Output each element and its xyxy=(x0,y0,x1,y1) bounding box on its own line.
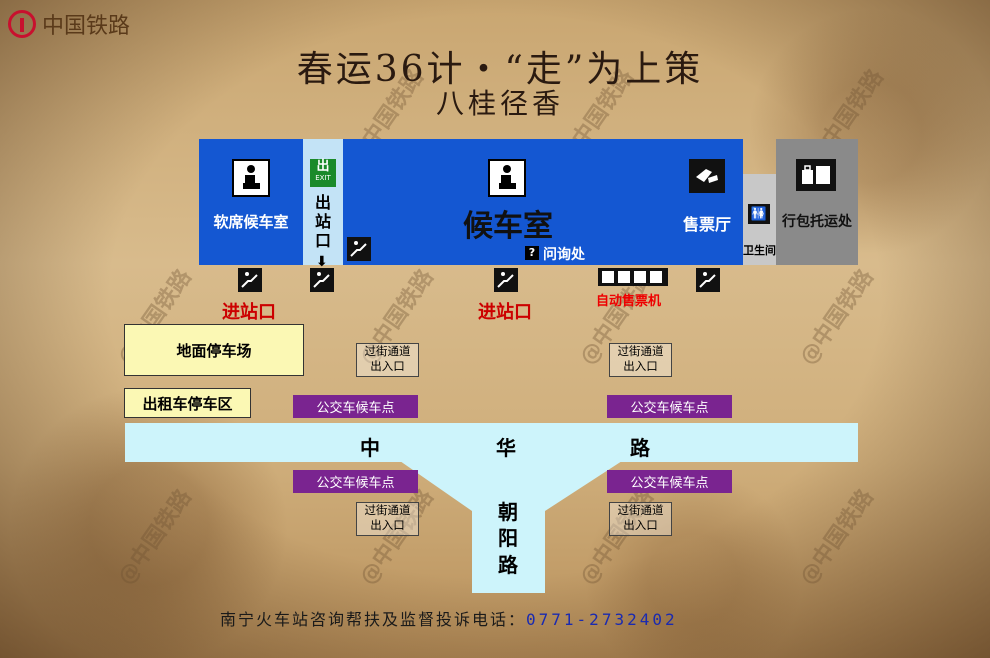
crossing-entrance: 过街通道 出入口 xyxy=(356,502,419,536)
escalator-icon xyxy=(494,268,518,292)
escalator-icon xyxy=(347,237,371,261)
brand-logo: 中国铁路 xyxy=(8,8,130,40)
question-icon: ? xyxy=(525,246,539,260)
ticket-hall: 售票厅 xyxy=(671,139,743,265)
crossing-entrance: 过街通道 出入口 xyxy=(356,343,419,377)
exit-sign-en: EXIT xyxy=(315,174,331,182)
soft-waiting-room: 软席候车室 xyxy=(199,139,303,265)
restroom-label: 卫生间 xyxy=(743,244,776,257)
luggage-office: 行包托运处 xyxy=(776,139,858,265)
ticket-machine-label: 自动售票机 xyxy=(596,294,662,309)
luggage-label: 行包托运处 xyxy=(782,214,852,230)
road-name-char: 路 xyxy=(498,553,518,577)
escalator-icon xyxy=(696,268,720,292)
info-desk-label: 问询处 xyxy=(543,247,585,263)
crossing-entrance: 过街通道 出入口 xyxy=(609,343,672,377)
entrance-center-label: 进站口 xyxy=(478,302,532,323)
escalator-icon xyxy=(238,268,262,292)
exit-column: 出 EXIT 出站口 ⬇ xyxy=(303,139,343,270)
taxi-area: 出租车停车区 xyxy=(124,388,251,418)
seat-icon xyxy=(488,159,526,197)
ticket-icon xyxy=(689,159,725,193)
page-subtitle: 八桂径香 xyxy=(435,87,564,120)
luggage-icon xyxy=(796,159,836,191)
road-name-char: 朝 xyxy=(498,500,518,524)
zhonghua-road xyxy=(125,423,858,462)
crossing-entrance: 过街通道 出入口 xyxy=(609,502,672,536)
footer-phone: 0771-2732402 xyxy=(526,610,678,629)
restroom-icon: 🚻 xyxy=(748,204,770,224)
road-name-char: 阳 xyxy=(498,526,518,550)
road-junction xyxy=(400,461,622,593)
waiting-room-label: 候车室 xyxy=(463,209,553,244)
page-title: 春运36计・“走”为上策 xyxy=(296,49,704,90)
watermark: @中国铁路 xyxy=(113,485,197,590)
logo-text: 中国铁路 xyxy=(42,14,131,39)
entrance-left-label: 进站口 xyxy=(222,302,276,323)
footer: 南宁火车站咨询帮扶及监督投诉电话：0771-2732402 xyxy=(220,606,780,630)
waiting-room: 候车室 ? 问询处 xyxy=(343,139,671,265)
seat-icon xyxy=(232,159,270,197)
ticket-machine-icon xyxy=(598,268,668,286)
exit-sign-icon: 出 EXIT xyxy=(310,159,336,187)
road-name-char: 中 xyxy=(360,436,380,460)
road-name-char: 路 xyxy=(630,436,650,460)
bus-stop: 公交车候车点 xyxy=(293,470,418,493)
road-name-char: 华 xyxy=(496,436,516,460)
escalator-icon xyxy=(310,268,334,292)
exit-label: 出站口 xyxy=(315,193,332,250)
footer-label: 南宁火车站咨询帮扶及监督投诉电话： xyxy=(220,610,527,629)
restroom: 🚻 卫生间 xyxy=(743,174,776,265)
exit-sign-cn: 出 xyxy=(316,159,330,174)
watermark: @中国铁路 xyxy=(795,265,879,370)
ground-parking: 地面停车场 xyxy=(124,324,304,376)
bus-stop: 公交车候车点 xyxy=(607,470,732,493)
soft-waiting-room-label: 软席候车室 xyxy=(213,213,289,231)
watermark: @中国铁路 xyxy=(795,485,879,590)
bus-stop: 公交车候车点 xyxy=(607,395,732,418)
ticket-hall-label: 售票厅 xyxy=(682,215,731,234)
arrow-down-icon: ⬇ xyxy=(316,254,328,270)
bus-stop: 公交车候车点 xyxy=(293,395,418,418)
railway-logo-icon xyxy=(8,10,36,38)
